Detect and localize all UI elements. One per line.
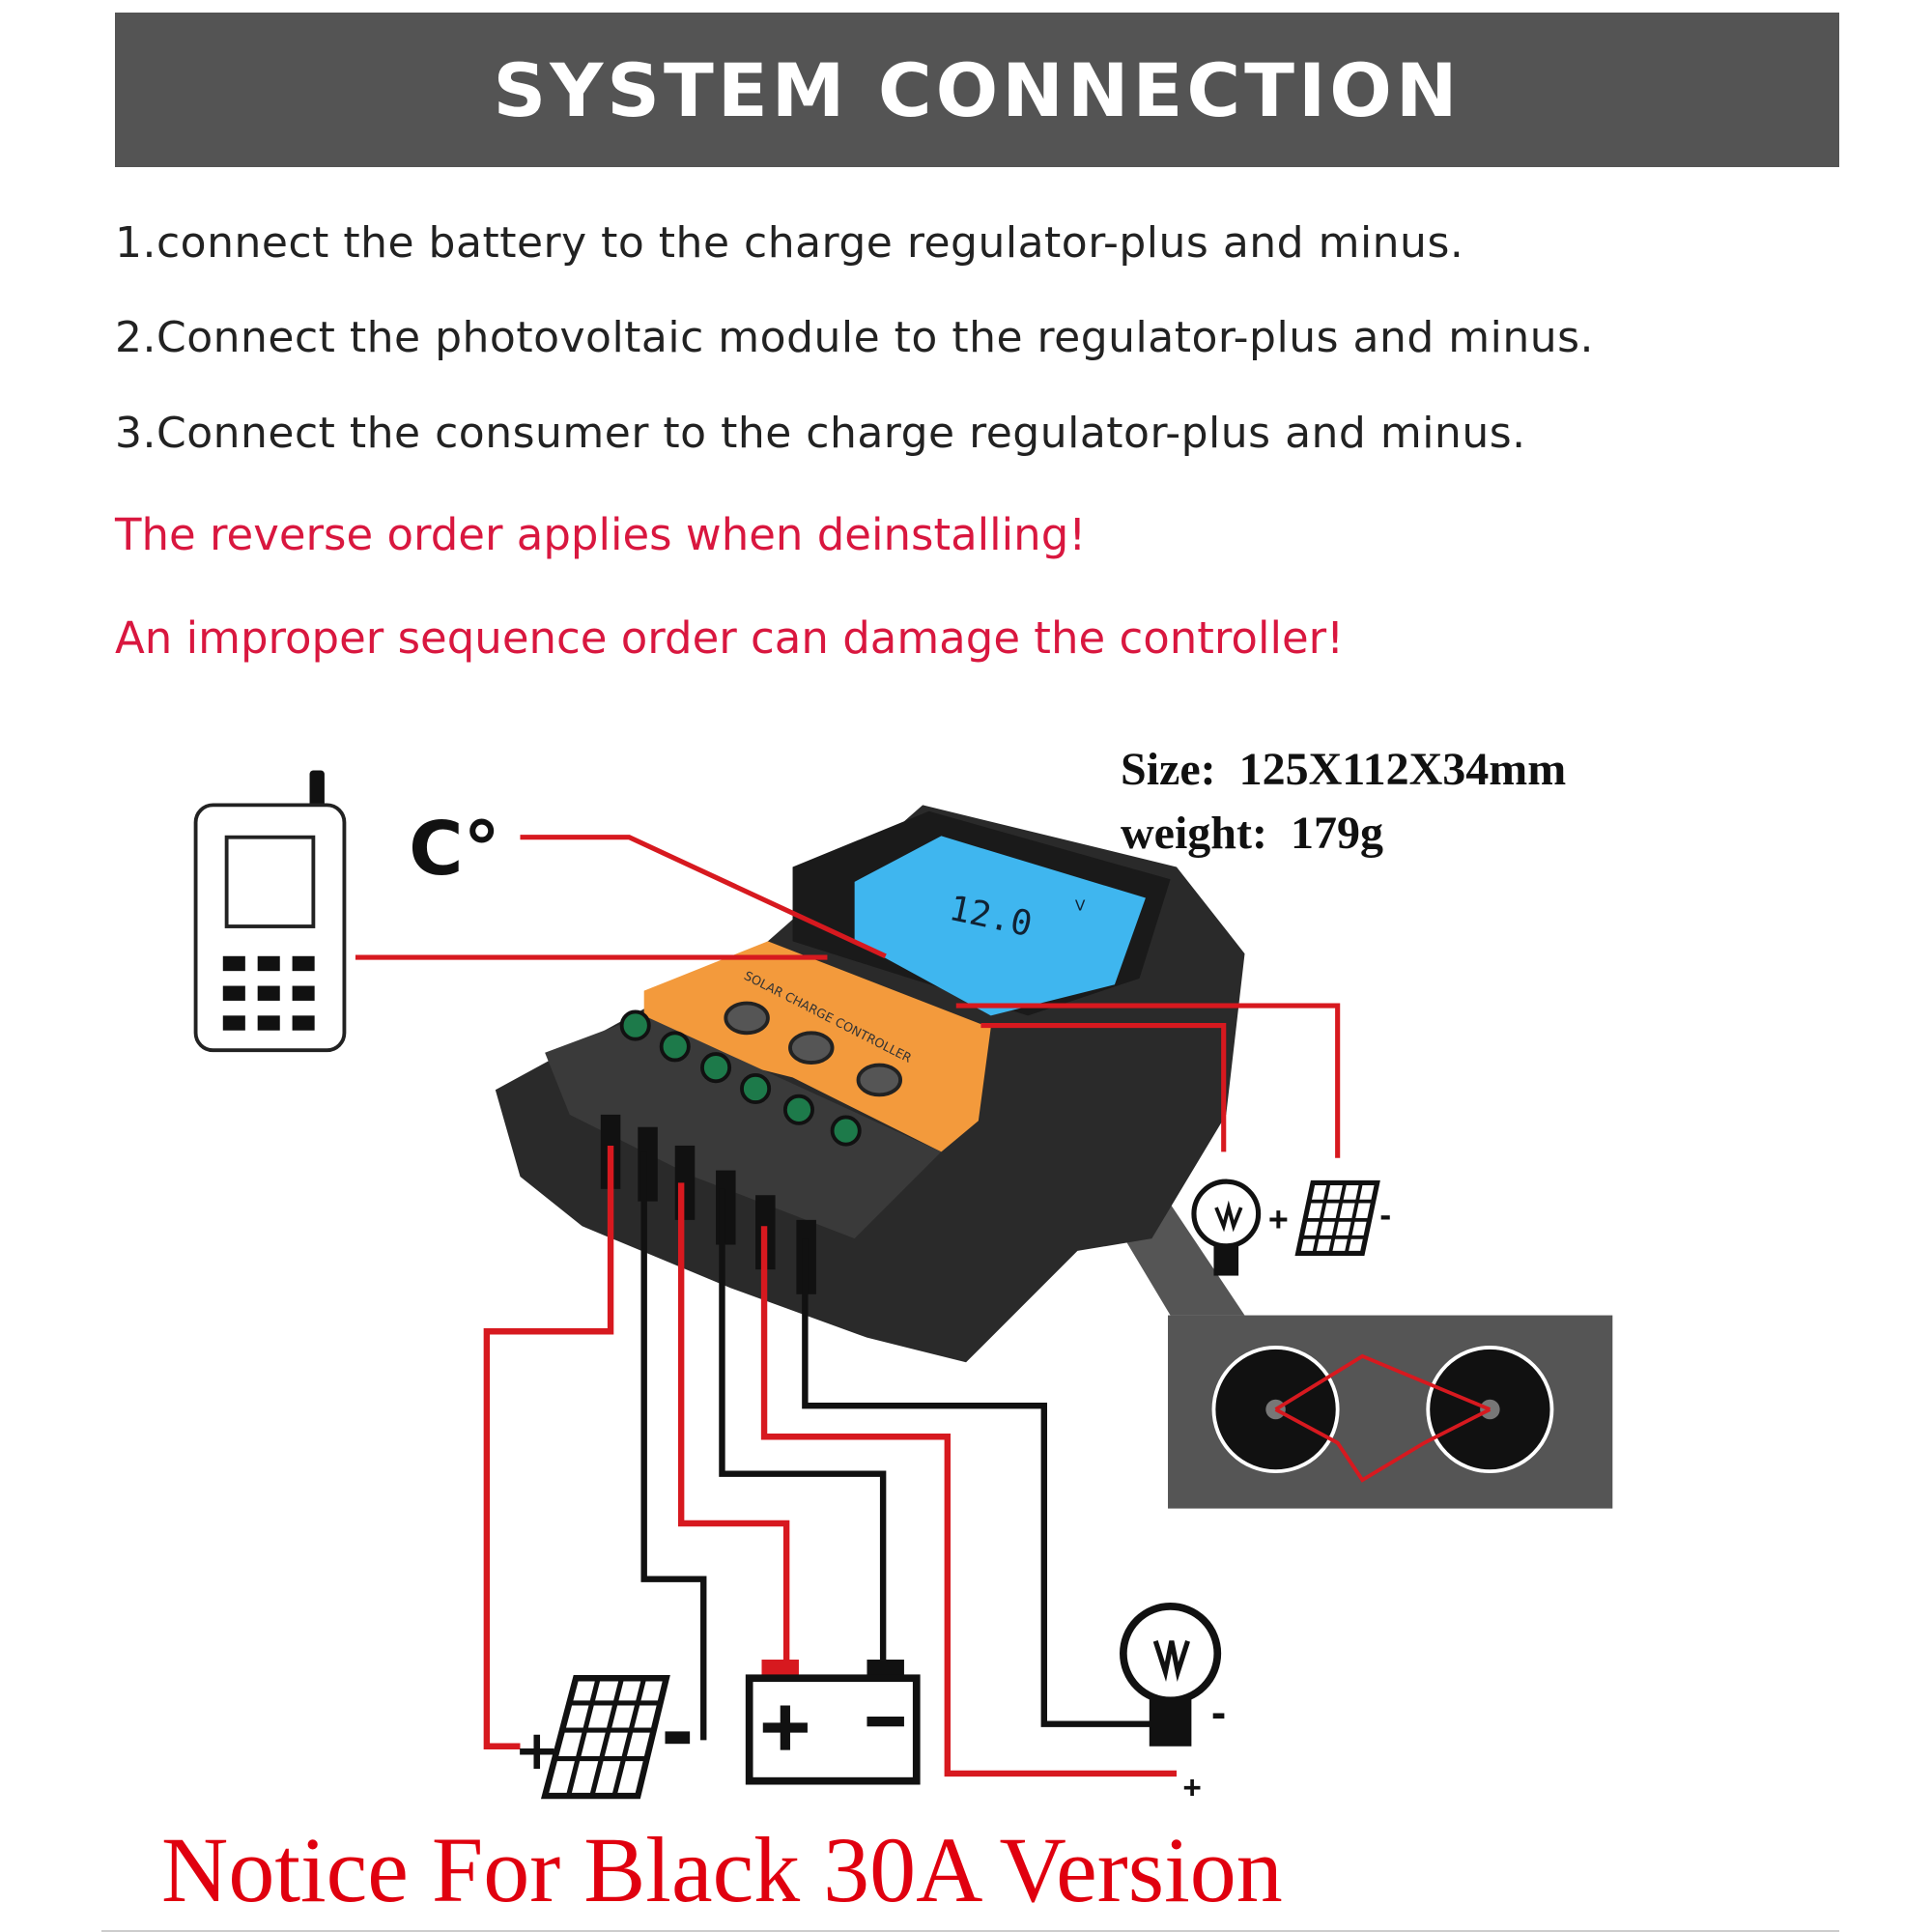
size-spec: Size: 125X112X34mm <box>1121 744 1566 795</box>
lcd-screen <box>854 836 1146 1016</box>
step-2: 2.Connect the photovoltaic module to the… <box>115 313 1595 362</box>
step-1: 1.connect the battery to the charge regu… <box>115 218 1464 268</box>
svg-text:-: - <box>1379 1195 1391 1234</box>
svg-text:+: + <box>1182 1771 1201 1806</box>
temperature-label: C° <box>409 807 500 893</box>
svg-text:+: + <box>1268 1200 1289 1238</box>
warning-reverse-order: The reverse order applies when deinstall… <box>115 509 1087 560</box>
small-solar-panel-icon: + - <box>1268 1179 1391 1257</box>
battery-icon <box>745 1660 921 1785</box>
warning-improper-sequence: An improper sequence order can damage th… <box>115 612 1345 664</box>
svg-text:-: - <box>1211 1688 1226 1738</box>
lcd-unit: V <box>1075 896 1086 914</box>
step-3: 3.Connect the consumer to the charge reg… <box>115 409 1526 458</box>
header-banner: SYSTEM CONNECTION <box>115 13 1839 167</box>
solar-panel-icon: + <box>514 1675 691 1800</box>
page-title: SYSTEM CONNECTION <box>493 46 1462 133</box>
wires <box>483 1145 1177 1777</box>
pointer-lines <box>355 835 1341 1158</box>
bulb-icon: - + <box>1120 1603 1226 1806</box>
phone-icon <box>193 770 347 1053</box>
weight-spec: weight: 179g <box>1121 808 1383 859</box>
notice-text: Notice For Black 30A Version <box>161 1818 1283 1921</box>
small-bulb-icon <box>1191 1179 1262 1276</box>
terminal-inset <box>1168 1315 1613 1509</box>
